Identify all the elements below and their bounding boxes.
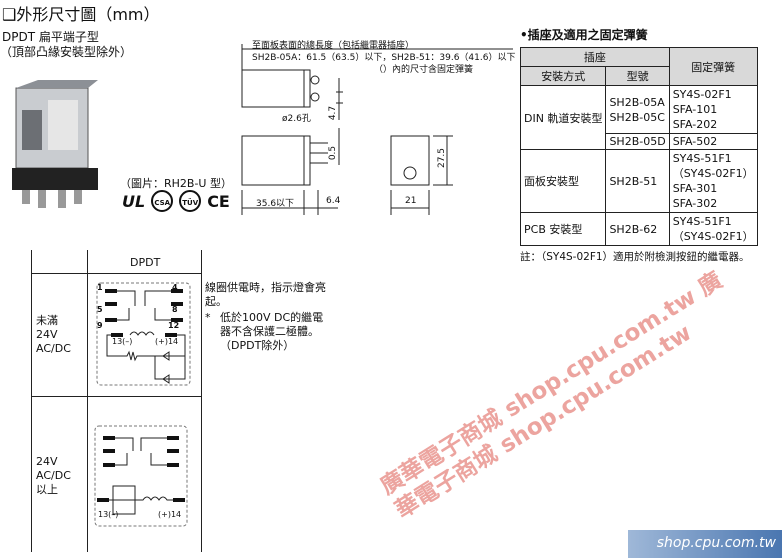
pin-12: 12 <box>168 321 180 330</box>
pin-4: 4 <box>172 283 178 292</box>
dim-note-models: SH2B-05A：61.5（63.5）以下，SH2B-51：39.6（41.6）… <box>252 53 516 63</box>
circuit-diagram-under-24v <box>96 282 191 386</box>
tuv-logo-icon: TÜV <box>179 190 202 212</box>
cell-spring: SFA-502 <box>668 133 758 150</box>
cell-mount: DIN 軌道安裝型 <box>519 85 607 150</box>
header-spring: 固定彈簧 <box>668 47 758 86</box>
page-title: ❑外形尺寸圖（mm） <box>2 5 160 24</box>
pin-8: 8 <box>172 305 178 314</box>
dim-note-length: 至面板表面的總長度（包括繼電器插座） <box>252 41 415 51</box>
dim-hole: ø2.6孔 <box>282 114 311 124</box>
socket-table-title: •插座及適用之固定彈簧 <box>520 28 648 42</box>
cell-model: SH2B-05D <box>605 133 670 150</box>
divider <box>201 250 202 552</box>
subtitle: DPDT 扁平端子型 <box>2 30 99 44</box>
pin-13-b: 13(–) <box>98 510 119 519</box>
indicator-note: 線圈供電時，指示燈會亮起。 <box>205 281 326 308</box>
header-socket: 插座 <box>520 47 670 67</box>
pin-14: (+)14 <box>155 337 179 346</box>
divider <box>31 273 202 274</box>
shop-logo: shop.cpu.com.tw <box>628 530 782 558</box>
cell-model: SH2B-62 <box>605 212 670 246</box>
pin-13: 13(–) <box>112 337 133 346</box>
relay-photo <box>12 80 98 208</box>
socket-table-note: 註：（SY4S-02F1）適用於附檢測按鈕的繼電器。 <box>520 251 750 263</box>
subtitle-note: （頂部凸緣安裝型除外） <box>0 45 133 59</box>
dim-35-6: 35.6以下 <box>256 199 295 209</box>
pin-14-b: (+)14 <box>158 510 182 519</box>
cell-model: SH2B-05A SH2B-05C <box>605 85 670 134</box>
circuit-header: DPDT <box>130 256 161 269</box>
divider <box>87 250 88 552</box>
pin-9: 9 <box>97 321 103 330</box>
pin-5: 5 <box>97 305 103 314</box>
ul-logo-icon: UL <box>122 191 146 211</box>
dim-4-7: 4.7 <box>328 105 339 121</box>
ce-logo-icon: CE <box>207 191 230 211</box>
cell-model: SH2B-51 <box>605 149 670 213</box>
diode-note: 低於100V DC的繼電器不含保護二極體。（DPDT除外） <box>220 311 324 352</box>
dim-note-parentheses: （）內的尺寸含固定彈簧 <box>374 65 474 75</box>
header-mount: 安裝方式 <box>519 66 607 86</box>
cell-spring: SY4S-02F1 SFA-101 SFA-202 <box>668 85 758 134</box>
divider <box>31 396 202 397</box>
divider <box>31 250 32 552</box>
logo-text: shop.cpu.com.tw <box>656 535 776 551</box>
cell-mount: PCB 安裝型 <box>519 212 607 246</box>
photo-caption: （圖片：RH2B-U 型） <box>120 177 232 190</box>
circuit-diagram-24v-above <box>94 425 188 527</box>
cell-mount: 面板安裝型 <box>519 149 607 213</box>
dim-21: 21 <box>405 196 417 206</box>
cell-spring: SY4S-51F1 （SY4S-02F1） <box>668 212 758 246</box>
cell-spring: SY4S-51F1 （SY4S-02F1） SFA-301 SFA-302 <box>668 149 758 213</box>
header-model: 型號 <box>605 66 670 86</box>
csa-logo-icon: CSA <box>151 190 174 212</box>
row-label-24v-above: 24V AC/DC 以上 <box>36 455 71 496</box>
dimension-drawing <box>241 44 513 215</box>
asterisk: * <box>205 311 211 324</box>
watermark: 廣華電子商城 shop.cpu.com.tw 廣華電子商城 shop.cpu.c… <box>376 267 728 524</box>
row-label-under-24v: 未滿 24V AC/DC <box>36 314 71 355</box>
pin-1: 1 <box>97 283 103 292</box>
dim-0-5: 0.5 <box>328 145 339 161</box>
dim-27-5: 27.5 <box>437 147 448 169</box>
dim-6-4: 6.4 <box>326 196 341 206</box>
